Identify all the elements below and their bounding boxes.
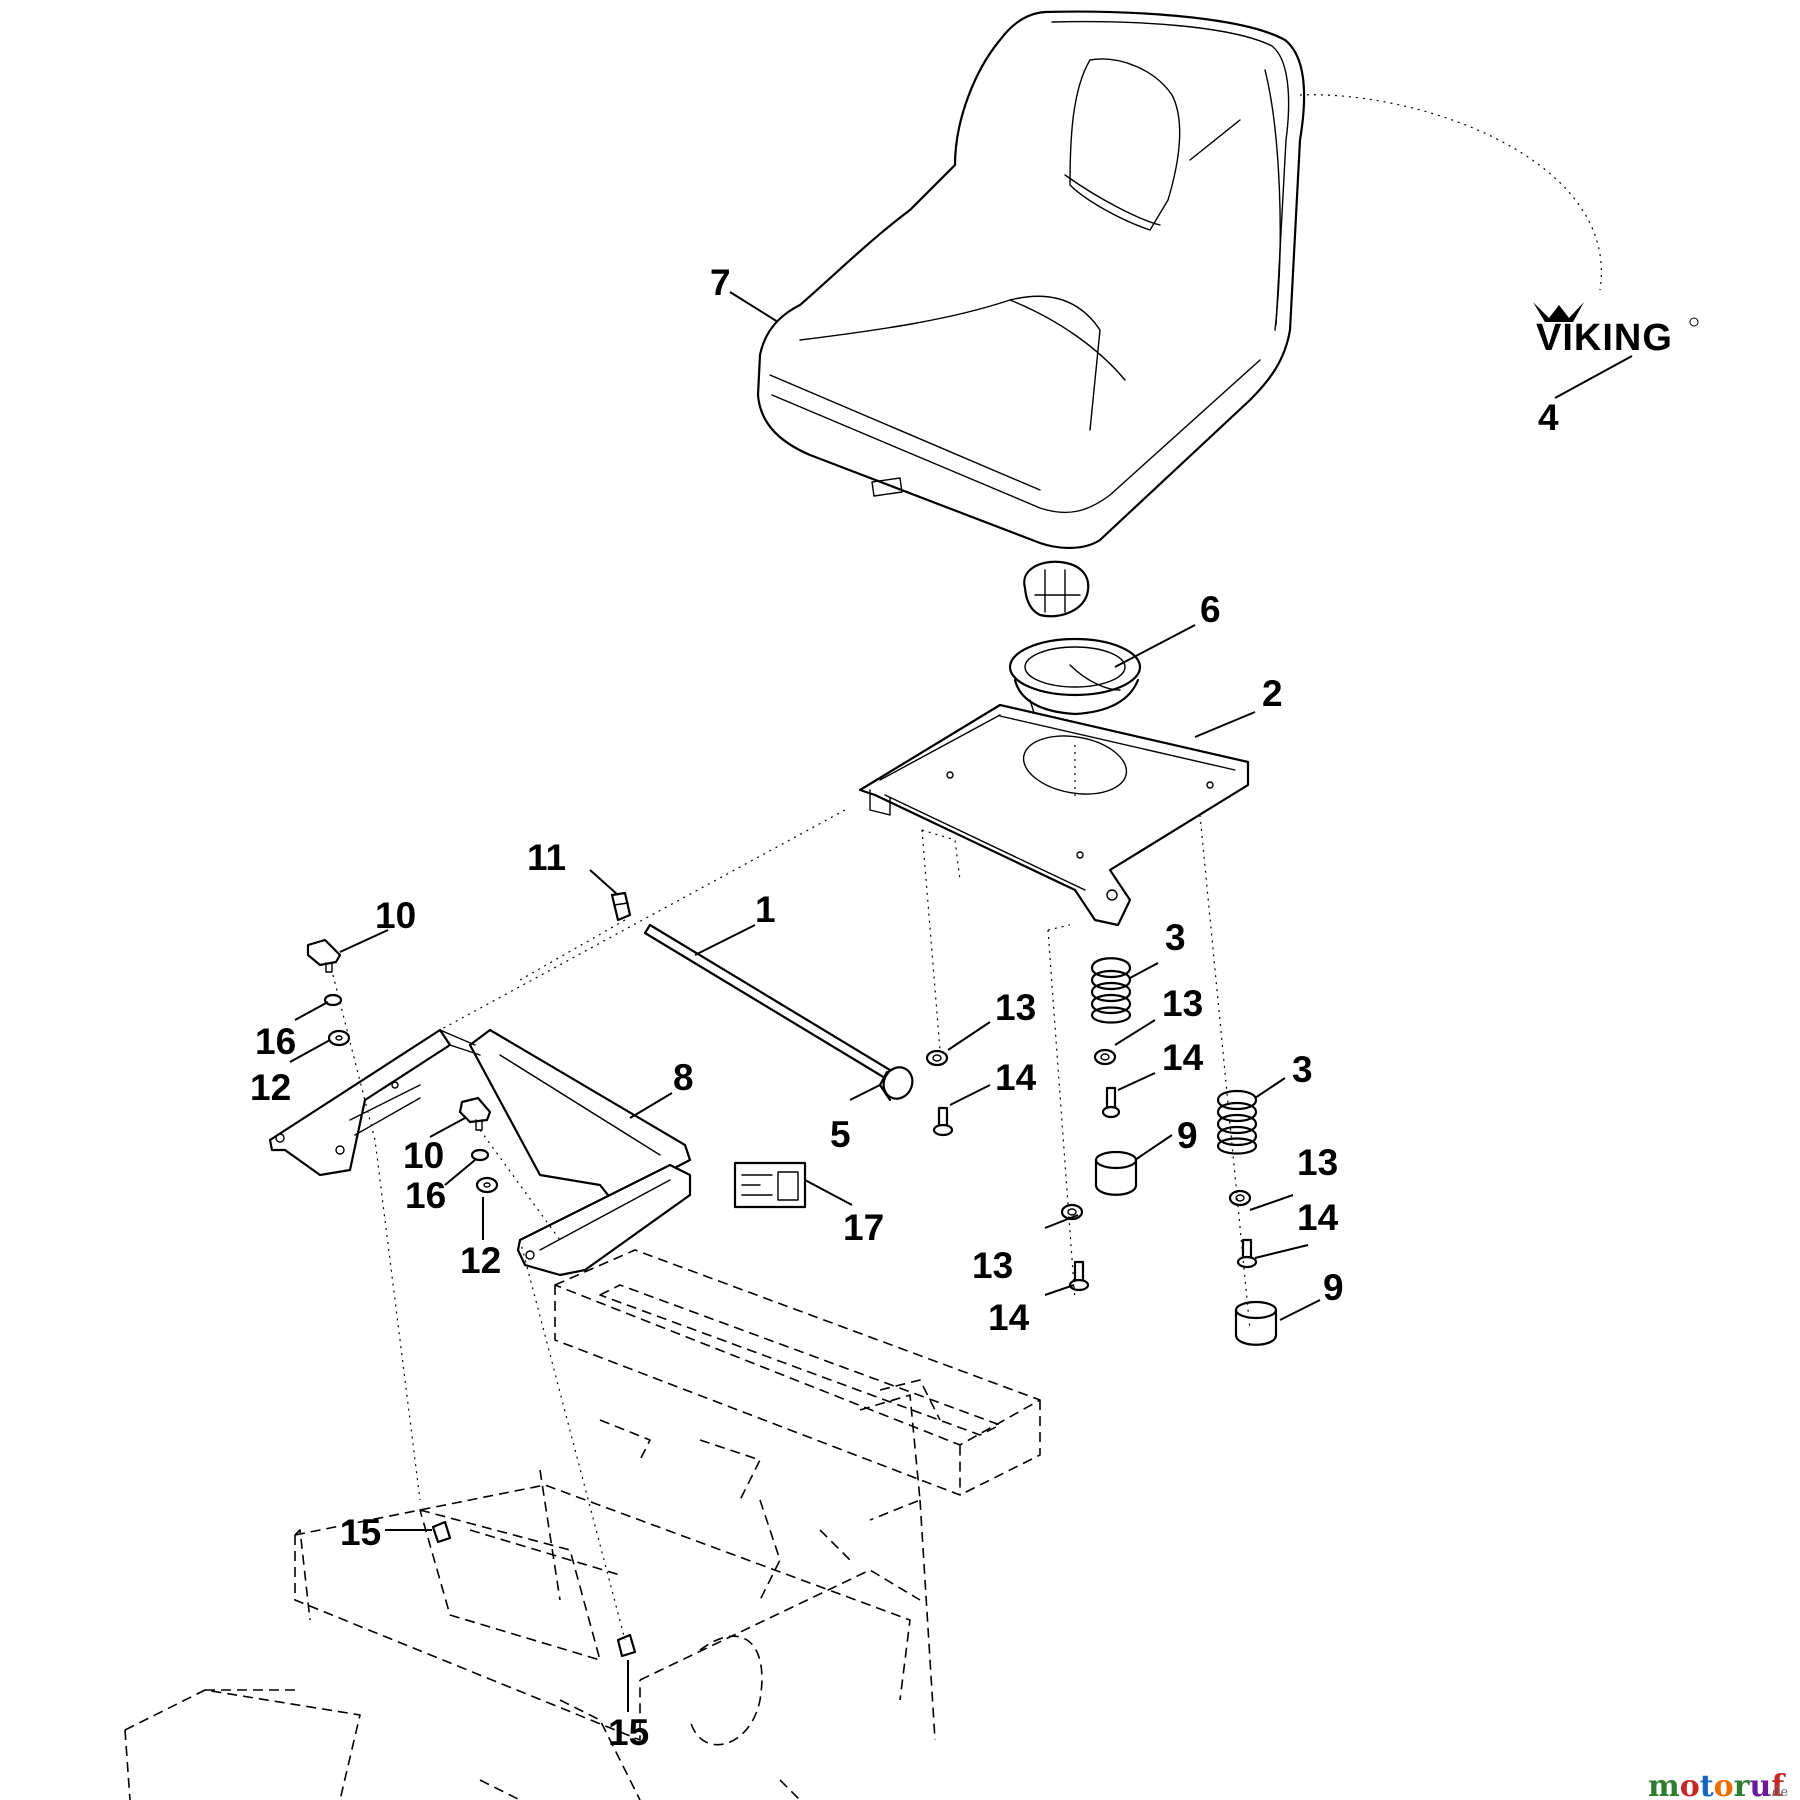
nut-part-13-b (1093, 1048, 1117, 1066)
washer-part-16-b (470, 1148, 490, 1162)
watermark: motoruf .de (1648, 1769, 1788, 1800)
callout-3-b: 3 (1292, 1049, 1313, 1090)
callout-8: 8 (673, 1057, 694, 1098)
nut-part-13-a (925, 1049, 949, 1067)
knob-part-10-b (458, 1096, 492, 1131)
callout-4: 4 (1538, 397, 1559, 438)
callout-15-a: 15 (340, 1512, 381, 1553)
clip-part-15-a (431, 1520, 452, 1544)
callout-2: 2 (1262, 673, 1283, 714)
spring-part-3-b (1216, 1089, 1258, 1155)
watermark-letter: o (1714, 1769, 1734, 1800)
watermark-suffix: .de (1768, 1785, 1788, 1800)
callout-10-b: 10 (403, 1135, 444, 1176)
callout-9-b: 9 (1323, 1267, 1344, 1308)
callout-5: 5 (830, 1114, 851, 1155)
spring-part-3-a (1090, 957, 1132, 1024)
bellows-part-6 (1008, 637, 1142, 721)
watermark-letter: u (1749, 1769, 1771, 1800)
watermark-letter: r (1734, 1769, 1751, 1800)
brand-logo-text: VIKING (1536, 317, 1673, 359)
clip-part-15-b (616, 1633, 637, 1658)
tractor-frame (124, 1249, 1041, 1800)
washer-part-12-b (475, 1176, 499, 1194)
callout-leaders (289, 291, 1633, 1712)
rod-part-1 (643, 923, 892, 1080)
bolt-part-14-b (1101, 1086, 1121, 1119)
callout-13-b: 13 (1162, 983, 1203, 1024)
callout-12-b: 12 (460, 1240, 501, 1281)
callout-12-a: 12 (250, 1067, 291, 1108)
end-cap-part-5 (878, 1066, 914, 1102)
viking-logo-part-4: VIKING (1533, 302, 1699, 359)
hinge-bracket-part-8 (268, 1028, 692, 1277)
watermark-letter: m (1648, 1769, 1680, 1800)
assembly-guide-lines (332, 94, 1602, 1641)
callout-14-c: 14 (988, 1297, 1030, 1338)
callout-6: 6 (1200, 589, 1221, 630)
seat-part-7 (756, 10, 1306, 550)
seat-adjuster-knob (1023, 560, 1090, 618)
callout-3-a: 3 (1165, 917, 1186, 958)
callout-13-d: 13 (1297, 1142, 1338, 1183)
callout-14-b: 14 (1162, 1037, 1204, 1078)
callout-15-b: 15 (608, 1712, 649, 1753)
callout-16-a: 16 (255, 1021, 296, 1062)
callout-7: 7 (710, 262, 731, 303)
base-plate-part-2 (858, 703, 1250, 927)
washer-part-12-a (327, 1029, 351, 1047)
callout-11: 11 (527, 837, 566, 878)
callout-16-b: 16 (405, 1175, 446, 1216)
knob-part-10-a (306, 938, 342, 973)
watermark-letter: f (1771, 1769, 1786, 1800)
callout-13-a: 13 (995, 987, 1036, 1028)
watermark-letter: t (1700, 1769, 1714, 1800)
clip-part-11 (610, 891, 632, 922)
watermark-text: motoruf (1648, 1769, 1786, 1800)
watermark-letter: o (1680, 1769, 1700, 1800)
sticker-part-17 (733, 1161, 807, 1209)
bumper-part-9-b (1234, 1300, 1278, 1346)
callout-1: 1 (755, 889, 776, 930)
bumper-part-9-a (1094, 1150, 1138, 1196)
callout-17: 17 (843, 1207, 884, 1248)
callout-13-c: 13 (972, 1245, 1013, 1286)
nut-part-13-d (1228, 1189, 1252, 1207)
callout-labels: 7 4 6 2 1 11 10 16 12 8 10 16 12 5 17 3 … (250, 262, 1559, 1753)
callout-14-d: 14 (1297, 1197, 1339, 1238)
washer-part-16-a (323, 993, 343, 1007)
bolt-part-14-d (1236, 1238, 1258, 1269)
bolt-part-14-a (932, 1106, 954, 1137)
callout-9-a: 9 (1177, 1115, 1198, 1156)
callout-10-a: 10 (375, 895, 416, 936)
callout-14-a: 14 (995, 1057, 1037, 1098)
